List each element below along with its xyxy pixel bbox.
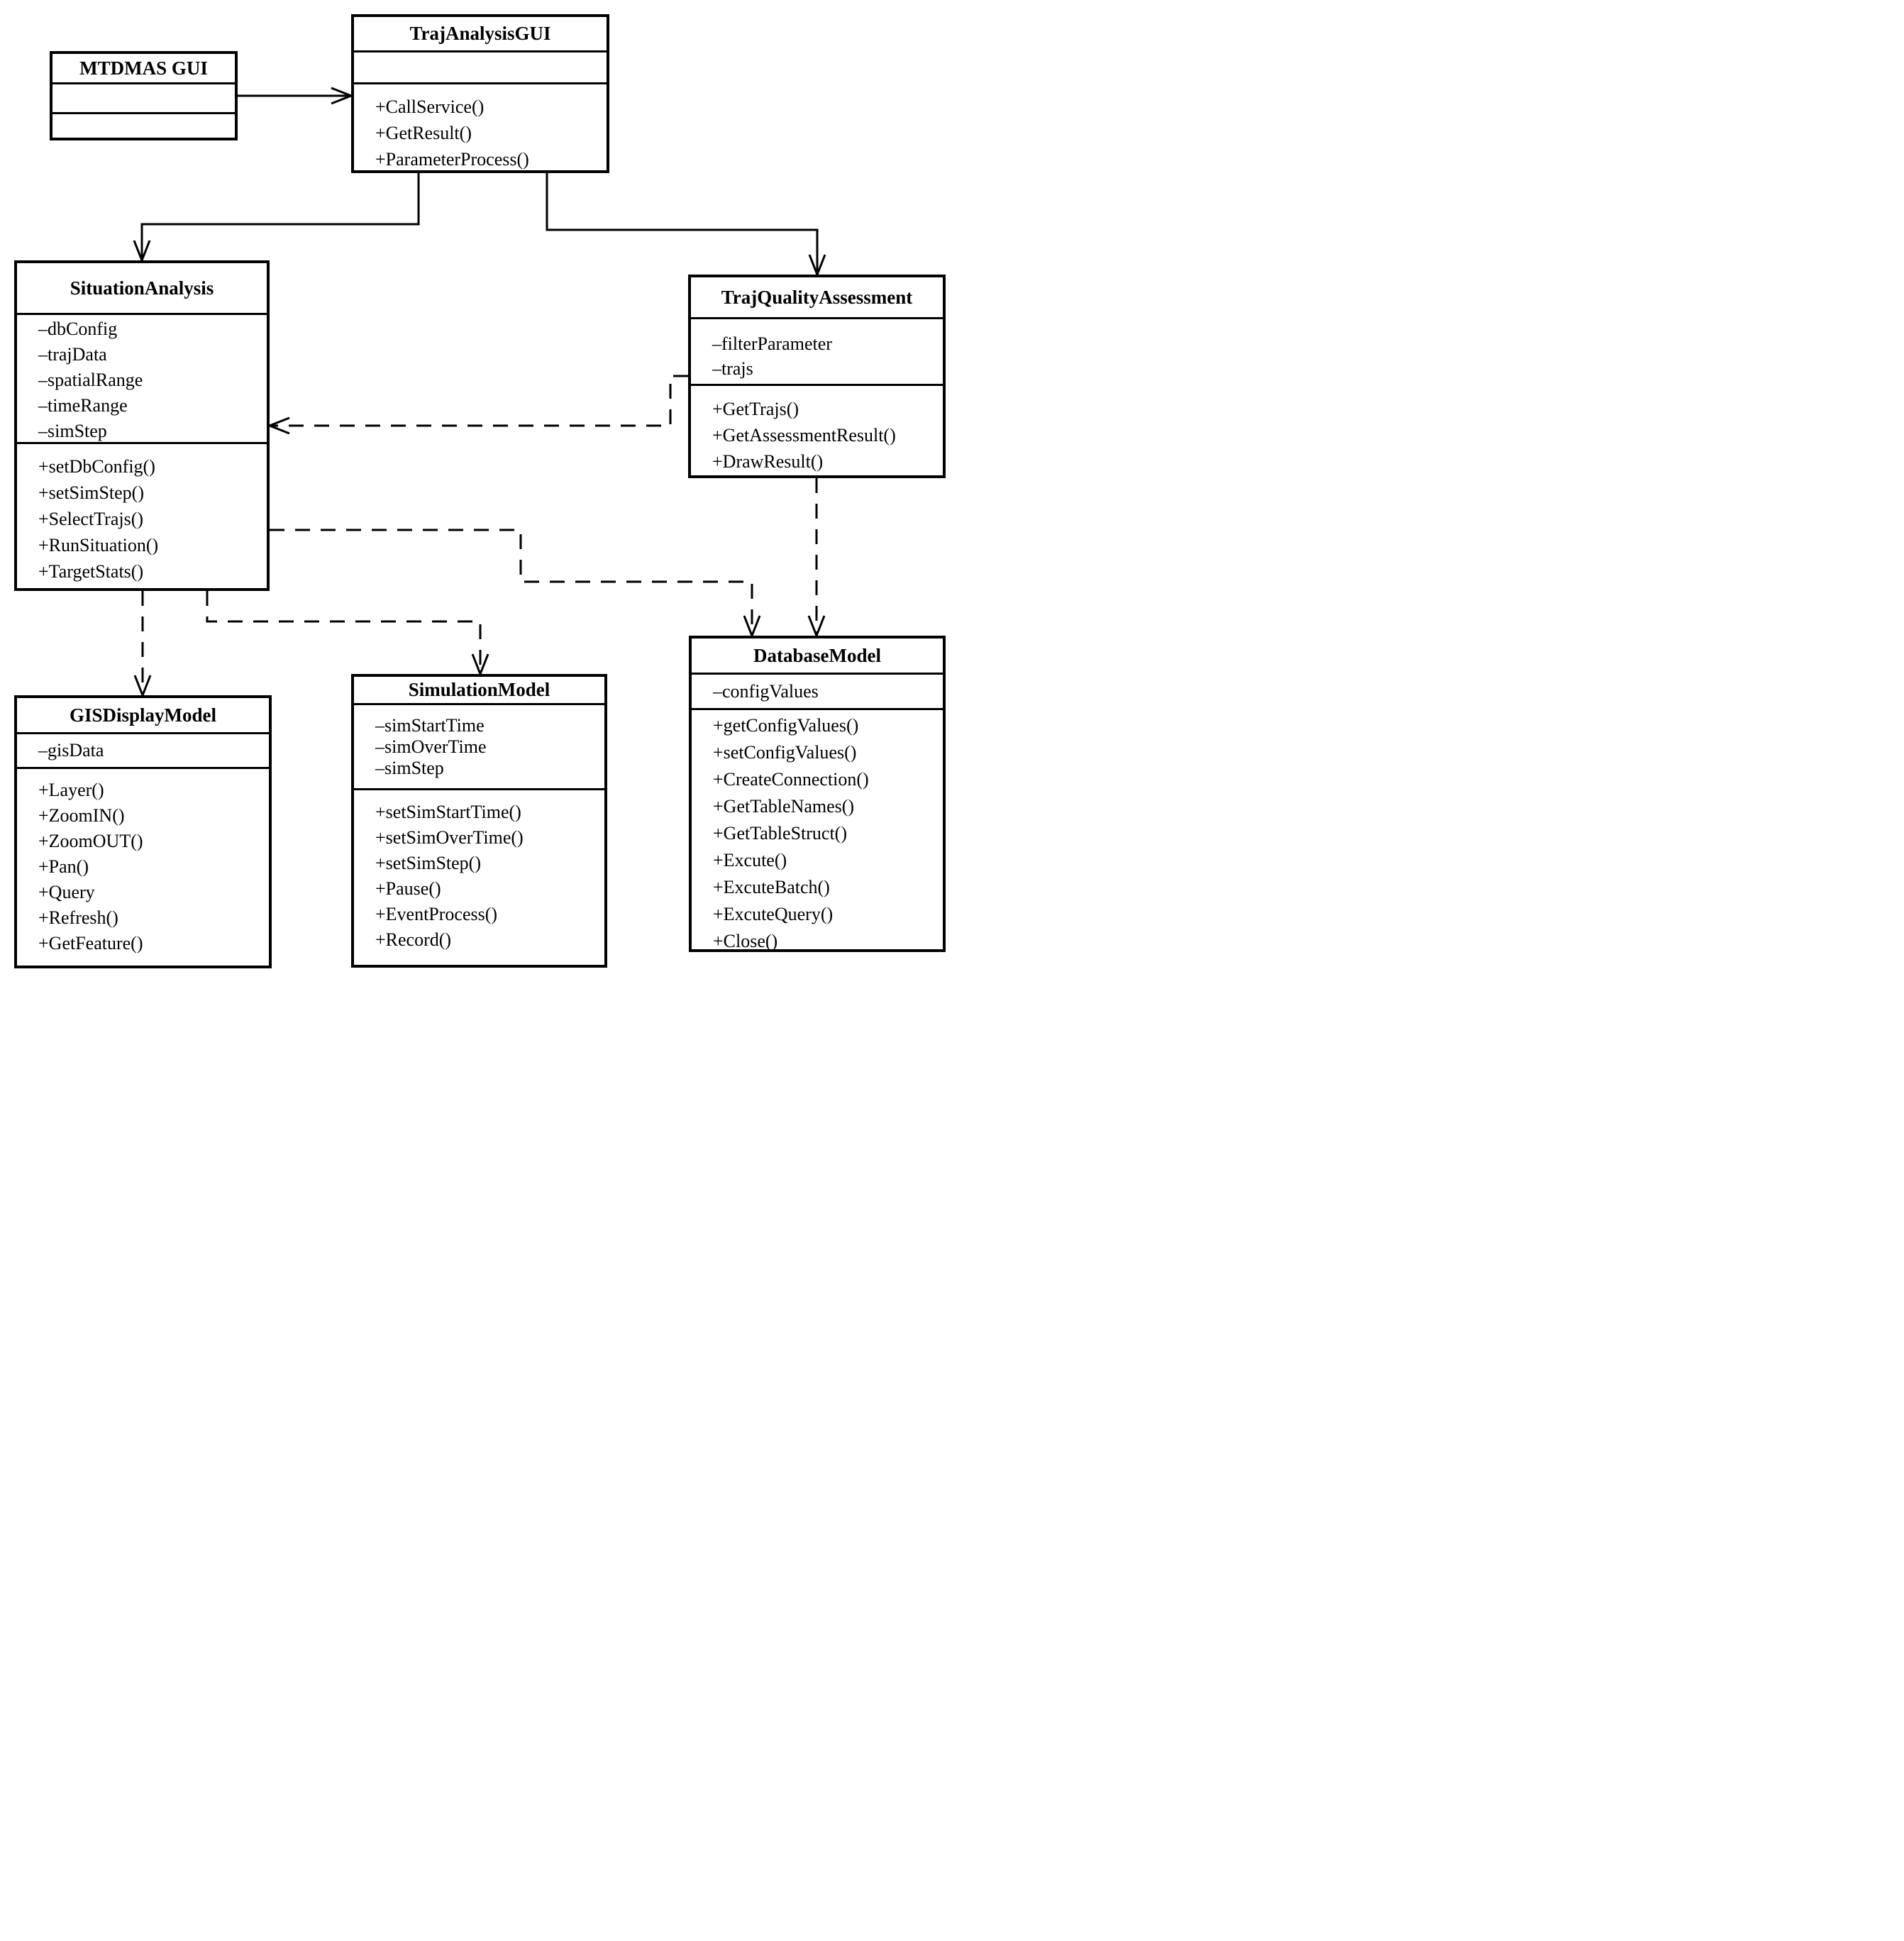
class-title: SituationAnalysis xyxy=(70,277,214,299)
method: +ZoomOUT() xyxy=(38,831,143,851)
class-title: TrajQualityAssessment xyxy=(721,286,913,308)
arrowhead-left-icon xyxy=(266,416,290,435)
attribute: –simStartTime xyxy=(375,715,485,736)
arrowhead-down-icon xyxy=(133,240,151,264)
methods-compartment: +Layer() +ZoomIN() +ZoomOUT() +Pan() +Qu… xyxy=(17,767,269,966)
attribute: –simOverTime xyxy=(375,736,487,757)
class-trajanalysisgui: TrajAnalysisGUI +CallService() +GetResul… xyxy=(351,14,609,173)
attributes-compartment xyxy=(52,82,235,112)
arrowhead-down-icon xyxy=(133,675,152,699)
class-simulationmodel: SimulationModel –simStartTime –simOverTi… xyxy=(351,674,607,968)
attribute: –filterParameter xyxy=(712,333,832,354)
arrow-situationanalysis-to-databasemodel xyxy=(270,529,753,634)
class-gisdisplaymodel: GISDisplayModel –gisData +Layer() +ZoomI… xyxy=(14,695,272,968)
attribute: –configValues xyxy=(713,680,819,702)
uml-class-diagram: MTDMAS GUI TrajAnalysisGUI +CallService(… xyxy=(0,0,952,970)
attributes-compartment: –simStartTime –simOverTime –simStep xyxy=(354,703,604,788)
methods-compartment xyxy=(52,112,235,138)
method: +ZoomIN() xyxy=(38,805,125,826)
methods-compartment: +getConfigValues() +setConfigValues() +C… xyxy=(692,708,943,949)
arrow-trajqualityassessment-to-situationanalysis xyxy=(272,375,688,427)
class-title: TrajAnalysisGUI xyxy=(409,23,551,44)
arrowhead-right-icon xyxy=(331,87,355,105)
attribute: –trajData xyxy=(38,344,107,365)
method: +Excute() xyxy=(713,850,787,870)
class-databasemodel: DatabaseModel –configValues +getConfigVa… xyxy=(689,636,946,952)
methods-compartment: +GetTrajs() +GetAssessmentResult() +Draw… xyxy=(691,384,943,475)
method: +setDbConfig() xyxy=(38,456,155,477)
class-title: DatabaseModel xyxy=(753,644,881,666)
attribute: –simStep xyxy=(375,758,444,778)
method: +RunSituation() xyxy=(38,535,159,555)
method: +Close() xyxy=(713,931,778,949)
method: +Query xyxy=(38,882,95,902)
class-title: GISDisplayModel xyxy=(69,704,217,726)
method: +ExcuteBatch() xyxy=(713,877,830,897)
method: +Refresh() xyxy=(38,907,118,928)
arrowhead-down-icon xyxy=(471,653,489,678)
method: +Layer() xyxy=(38,780,104,800)
method: +GetTableNames() xyxy=(713,796,855,817)
methods-compartment: +setSimStartTime() +setSimOverTime() +se… xyxy=(354,788,604,965)
methods-compartment: +CallService() +GetResult() +ParameterPr… xyxy=(354,82,607,170)
attribute: –spatialRange xyxy=(38,370,143,390)
method: +setSimStartTime() xyxy=(375,802,521,822)
method: +GetFeature() xyxy=(38,933,143,953)
method: +TargetStats() xyxy=(38,561,144,582)
attribute: –simStep xyxy=(38,421,107,441)
attribute: –dbConfig xyxy=(38,319,118,339)
class-mtdmas-gui: MTDMAS GUI xyxy=(50,51,238,140)
method: +setSimStep() xyxy=(375,853,481,873)
method: +Pan() xyxy=(38,856,89,877)
method: +CallService() xyxy=(375,96,485,117)
attributes-compartment: –filterParameter –trajs xyxy=(691,317,943,384)
method: +ExcuteQuery() xyxy=(713,904,834,924)
method: +setSimStep() xyxy=(38,482,144,503)
class-title: MTDMAS GUI xyxy=(79,57,208,79)
arrow-trajanalysisgui-to-situationanalysis xyxy=(140,173,420,258)
attributes-compartment xyxy=(354,50,607,82)
arrow-trajanalysisgui-to-trajqualityassessment xyxy=(546,173,819,272)
method: +SelectTrajs() xyxy=(38,509,144,529)
attributes-compartment: –configValues xyxy=(692,673,943,708)
arrowhead-down-icon xyxy=(743,615,761,639)
attributes-compartment: –gisData xyxy=(17,732,269,767)
class-trajqualityassessment: TrajQualityAssessment –filterParameter –… xyxy=(688,275,946,478)
attribute: –gisData xyxy=(38,740,104,761)
method: +Record() xyxy=(375,929,452,950)
method: +GetResult() xyxy=(375,123,472,143)
method: +DrawResult() xyxy=(712,451,824,472)
attribute: –timeRange xyxy=(38,395,128,416)
method: +EventProcess() xyxy=(375,904,498,924)
method: +ParameterProcess() xyxy=(375,149,529,170)
method: +getConfigValues() xyxy=(713,715,859,736)
method: +setConfigValues() xyxy=(713,742,857,763)
method: +CreateConnection() xyxy=(713,769,869,790)
arrow-situationanalysis-to-simulationmodel xyxy=(206,591,482,672)
class-situationanalysis: SituationAnalysis –dbConfig –trajData –s… xyxy=(14,260,270,591)
method: +setSimOverTime() xyxy=(375,827,524,848)
arrowhead-down-icon xyxy=(808,254,826,278)
method: +GetAssessmentResult() xyxy=(712,425,896,446)
method: +GetTrajs() xyxy=(712,399,799,419)
class-title: SimulationModel xyxy=(408,679,550,700)
attribute: –trajs xyxy=(712,358,753,379)
method: +GetTableStruct() xyxy=(713,823,847,844)
attributes-compartment: –dbConfig –trajData –spatialRange –timeR… xyxy=(17,313,267,442)
methods-compartment: +setDbConfig() +setSimStep() +SelectTraj… xyxy=(17,442,267,588)
arrowhead-down-icon xyxy=(807,615,826,639)
method: +Pause() xyxy=(375,878,441,899)
